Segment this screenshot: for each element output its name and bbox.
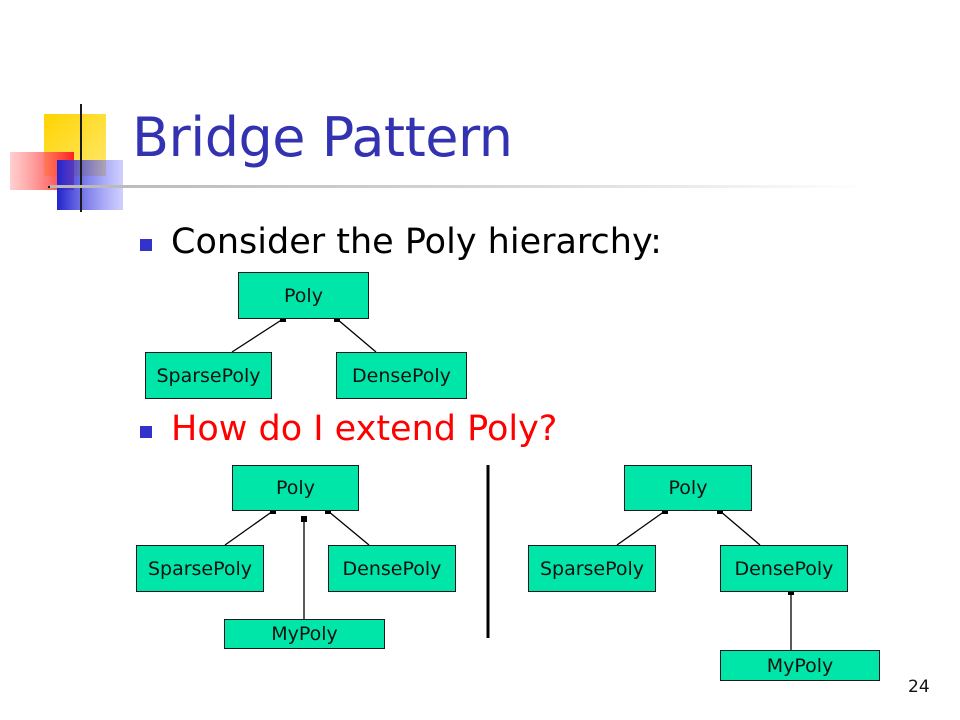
right-poly-node: Poly [624,465,752,511]
aggregation-marker [280,316,286,322]
aggregation-marker [662,508,668,514]
left-sparsepoly-node: SparsePoly [136,545,264,592]
right-mypoly-node: MyPoly [720,650,880,681]
right-densepoly-node: DensePoly [720,545,848,592]
connector-top-sparse [231,318,284,353]
bullet-marker-1 [140,239,152,251]
top-poly-node: Poly [238,272,369,319]
aggregation-marker [788,589,794,595]
right-sparsepoly-node: SparsePoly [528,545,656,592]
aggregation-marker [270,508,276,514]
bullet-marker-2 [140,426,152,438]
connector-left-sparse [224,510,274,546]
aggregation-marker [301,516,307,522]
left-mypoly-node: MyPoly [224,619,385,649]
left-poly-node: Poly [232,465,359,511]
top-densepoly-node: DensePoly [336,352,467,399]
bullet-text-2: How do I extend Poly? [171,409,558,449]
top-sparsepoly-node: SparsePoly [145,352,272,399]
connector-top-dense [336,318,377,353]
title-underline [50,185,870,188]
left-densepoly-node: DensePoly [328,545,456,592]
bullet-text-1: Consider the Poly hierarchy: [171,222,662,262]
connector-right-sparse [616,510,666,546]
connector-right-dense [719,510,761,546]
aggregation-marker [717,508,723,514]
page-number: 24 [908,677,930,697]
aggregation-marker [325,508,331,514]
aggregation-marker [334,316,340,322]
page-title: Bridge Pattern [132,106,513,169]
connector-left-dense [327,510,370,546]
